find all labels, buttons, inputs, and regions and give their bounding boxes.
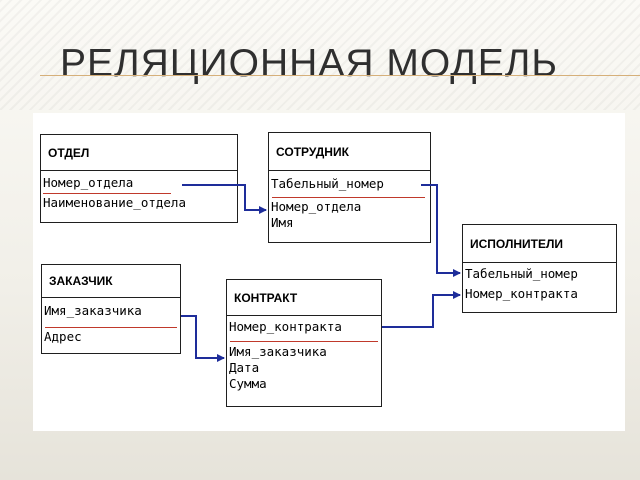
arrow-zakazchik-to-kontrakt [181, 315, 225, 362]
table-zakazchik-field: Адрес [44, 329, 82, 344]
arrow-otdel-to-sotrudnik [182, 184, 267, 214]
table-zakazchik-field-key: Имя_заказчика [44, 303, 142, 318]
table-ispolniteli-header: ИСПОЛНИТЕЛИ [463, 225, 616, 263]
table-ispolniteli-field: Номер_контракта [465, 286, 578, 301]
table-otdel-header: ОТДЕЛ [41, 135, 237, 171]
table-zakazchik-key-underline [45, 327, 177, 328]
table-otdel-field-key: Номер_отдела [43, 175, 134, 190]
table-kontrakt-field-key: Номер_контракта [229, 319, 342, 334]
table-zakazchik-header: ЗАКАЗЧИК [42, 265, 180, 298]
table-kontrakt-key-underline [230, 341, 378, 342]
title-rule [40, 75, 640, 76]
arrow-kontrakt-to-ispolniteli [382, 291, 461, 328]
relationship-arrows [181, 184, 461, 362]
table-zakazchik: ЗАКАЗЧИК Имя_заказчика Адрес [41, 264, 181, 354]
table-kontrakt: КОНТРАКТ Номер_контракта Имя_заказчика Д… [226, 279, 382, 407]
table-ispolniteli: ИСПОЛНИТЕЛИ Табельный_номер Номер_контра… [462, 224, 617, 313]
table-sotrudnik-field: Номер_отдела [271, 199, 362, 214]
slide-title: РЕЛЯЦИОННАЯ МОДЕЛЬ [60, 42, 558, 85]
table-sotrudnik-field: Имя [271, 215, 294, 230]
table-sotrudnik-key-underline [272, 197, 425, 198]
table-otdel: ОТДЕЛ Номер_отдела Наименование_отдела [40, 134, 238, 223]
table-sotrudnik: СОТРУДНИК Табельный_номер Номер_отдела И… [268, 132, 431, 243]
table-otdel-key-underline [43, 193, 171, 194]
table-otdel-field: Наименование_отдела [43, 195, 186, 210]
arrow-sotrudnik-to-ispolniteli [421, 184, 461, 277]
relational-diagram: ОТДЕЛ Номер_отдела Наименование_отдела С… [33, 113, 625, 431]
decorative-stripes [0, 0, 640, 110]
table-kontrakt-field: Сумма [229, 376, 267, 391]
table-kontrakt-field: Имя_заказчика [229, 344, 327, 359]
table-ispolniteli-field: Табельный_номер [465, 266, 578, 281]
table-sotrudnik-field-key: Табельный_номер [271, 176, 384, 191]
table-kontrakt-header: КОНТРАКТ [227, 280, 381, 316]
table-kontrakt-field: Дата [229, 360, 260, 375]
table-sotrudnik-header: СОТРУДНИК [269, 133, 430, 171]
